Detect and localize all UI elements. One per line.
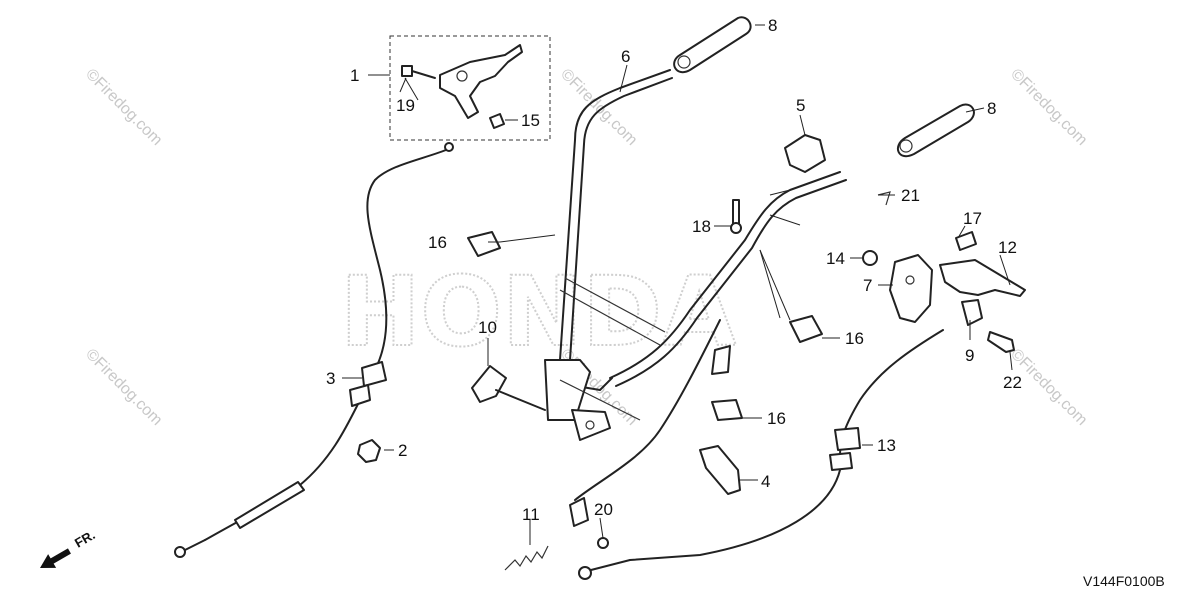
leader-lines [342,24,1013,545]
flange-nut[interactable] [597,537,609,549]
site-watermark: ©Firedog.com [1007,66,1090,149]
handle-pipe[interactable] [544,69,847,441]
callout-label: 14 [826,249,845,268]
handle-grip-right[interactable] [896,103,975,157]
callout-label: 1 [350,66,359,85]
callout-label: 16 [845,329,864,348]
return-spring[interactable] [504,545,549,571]
diagram-code: V144F0100B [1083,573,1165,589]
callout-label: 8 [987,99,996,118]
cable-band-lower[interactable] [711,399,743,421]
lever-clip[interactable] [961,299,983,326]
callout-label: 13 [877,436,896,455]
front-arrow-icon [40,548,71,568]
bolt-pin[interactable] [955,231,977,251]
cable-clip[interactable] [357,439,381,463]
callout-label: 11 [522,505,540,524]
callout-label: 2 [398,441,407,460]
honda-watermark: HONDA [340,256,736,368]
callout-label: 9 [965,346,974,365]
site-watermark: ©Firedog.com [82,346,165,429]
callout-label: 17 [963,209,982,228]
callout-label: 4 [761,472,770,491]
clutch-cable[interactable] [578,329,944,580]
lever-plate[interactable] [939,259,1026,297]
callout-label: 19 [396,96,415,115]
callout-label: 6 [621,47,630,66]
callout-label: 18 [692,217,711,236]
control-cable[interactable] [569,319,731,527]
callout-label: 7 [863,276,872,295]
callout-label: 8 [768,16,777,35]
callout-label: 15 [521,111,540,130]
cable-band-strap[interactable] [699,445,741,495]
cable-band-left[interactable] [467,231,556,257]
cotter-pin[interactable] [877,191,891,206]
callout-label: 10 [478,318,497,337]
callout-labels: 1 2 3 4 5 6 7 8 8 9 10 11 12 13 14 15 16… [326,16,1022,524]
callout-label: 16 [767,409,786,428]
cable-band-right[interactable] [789,315,823,343]
handle-grip-upper[interactable] [673,16,752,74]
throttle-lever-assembly[interactable] [389,35,551,141]
callout-label: 16 [428,233,447,252]
hex-bolt[interactable] [987,331,1015,353]
front-label: FR. [72,527,98,550]
site-watermark: ©Firedog.com [82,66,165,149]
spacer-collar[interactable] [862,250,878,266]
switch-bracket[interactable] [889,254,933,323]
callout-label: 12 [998,238,1017,257]
callout-label: 21 [901,186,920,205]
callout-label: 5 [796,96,805,115]
lever-holder[interactable] [784,134,826,173]
callout-label: 22 [1003,373,1022,392]
throttle-cable[interactable] [174,142,454,558]
site-watermark: ©Firedog.com [557,66,640,149]
flange-bolt[interactable] [730,199,742,234]
control-lever[interactable] [471,365,546,411]
callout-label: 3 [326,369,335,388]
front-direction-indicator: FR. [40,527,98,568]
callout-label: 20 [594,500,613,519]
